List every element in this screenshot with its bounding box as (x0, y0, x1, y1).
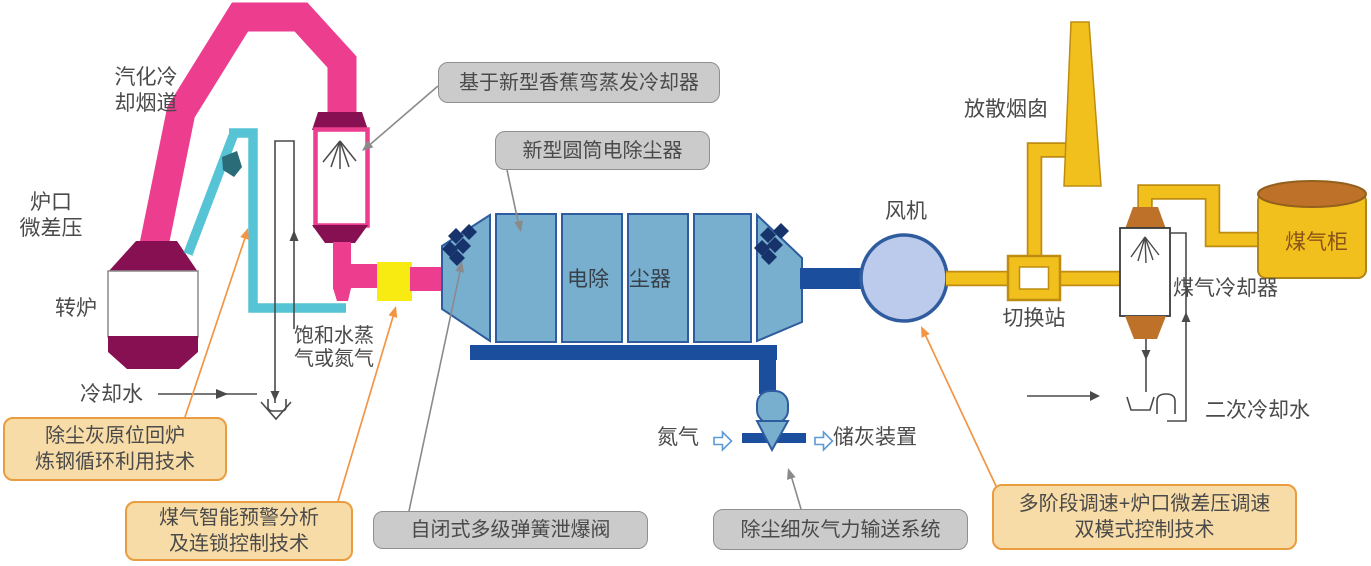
gas-cooler (1119, 207, 1171, 339)
vent-stack-label: 放散烟囱 (964, 98, 1048, 121)
furnace-pressure-label: 炉口 微差压 (19, 191, 83, 240)
esp-text-right: 尘器 (629, 268, 671, 291)
switching-station (1006, 254, 1062, 302)
esp-text-left: 电除 (567, 268, 609, 291)
secondary-cooling-water-label: 二次冷却水 (1205, 399, 1310, 422)
electrostatic-precipitator (441, 212, 803, 343)
orange-leader-lines (184, 231, 997, 502)
evaporative-cooler (312, 112, 377, 301)
callout-relief-valve: 自闭式多级弹簧泄爆阀 (373, 511, 648, 549)
flue-label: 汽化冷 却烟道 (114, 66, 178, 115)
esp-inlet-pipe (410, 267, 446, 291)
water-feed-arrow-icon (1090, 391, 1100, 401)
nitrogen-label: 氮气 (657, 426, 699, 449)
recycle-valve-icon (222, 151, 242, 177)
callout-pneumatic-conveying: 除尘细灰气力输送系统 (713, 509, 968, 550)
relief-valve-diamonds-outlet (754, 223, 789, 265)
drain-arrow-icon (1141, 350, 1151, 360)
nitrogen-flow-arrow-icon (713, 430, 733, 452)
vaporization-cooling-flue-duct (137, 2, 357, 258)
relief-valve-diamonds-inlet (442, 224, 477, 266)
secondary-cooling-water-lines (1027, 232, 1187, 422)
water-return-line (1167, 232, 1187, 422)
steam-up-arrow-icon (289, 230, 299, 241)
cooling-water-arrow-icon (216, 389, 228, 399)
orange-leader-arrowheads (240, 228, 930, 338)
ash-storage-label: 储灰装置 (833, 426, 917, 449)
cooling-water-label: 冷却水 (80, 383, 143, 406)
gas-holder (1257, 180, 1367, 279)
gas-cooler-spray-icon (1130, 236, 1160, 264)
ash-hopper (755, 390, 790, 453)
vent-stack (1063, 21, 1102, 187)
drain-down-arrow-icon (270, 391, 280, 401)
converter-vessel (107, 241, 199, 369)
ash-collection-pipe (470, 345, 777, 360)
fan-label: 风机 (885, 200, 927, 223)
callout-speed-control: 多阶段调速+炉口微差压调速 双模式控制技术 (992, 484, 1297, 550)
switch-station-label: 切换站 (1002, 307, 1066, 330)
spray-nozzle-icon (322, 140, 357, 169)
converter-label: 转炉 (55, 297, 97, 320)
gas-pipes (946, 142, 1259, 287)
callout-cylindrical-esp: 新型圆筒电除尘器 (495, 131, 710, 170)
callout-banana-cooler: 基于新型香蕉弯蒸发冷却器 (438, 62, 720, 103)
ash-drop-pipe (759, 359, 776, 394)
water-return-arrow-icon (1181, 312, 1191, 322)
gas-cooler-label: 煤气冷却器 (1173, 277, 1278, 300)
callout-dust-recycle: 除尘灰原位回炉 炼钢循环利用技术 (3, 417, 227, 481)
esp-outlet-pipe (800, 268, 862, 289)
gas-analysis-valve (377, 262, 412, 301)
dust-recycle-pipe (183, 128, 346, 313)
saturated-steam-label: 饱和水蒸 气或氮气 (294, 325, 374, 370)
callout-gas-warning: 煤气智能预警分析 及连锁控制技术 (125, 501, 353, 561)
gas-holder-label: 煤气柜 (1285, 231, 1348, 254)
ash-flow-arrow-icon (814, 430, 834, 452)
gray-leader-arrowheads (362, 140, 796, 480)
fan (859, 233, 949, 323)
